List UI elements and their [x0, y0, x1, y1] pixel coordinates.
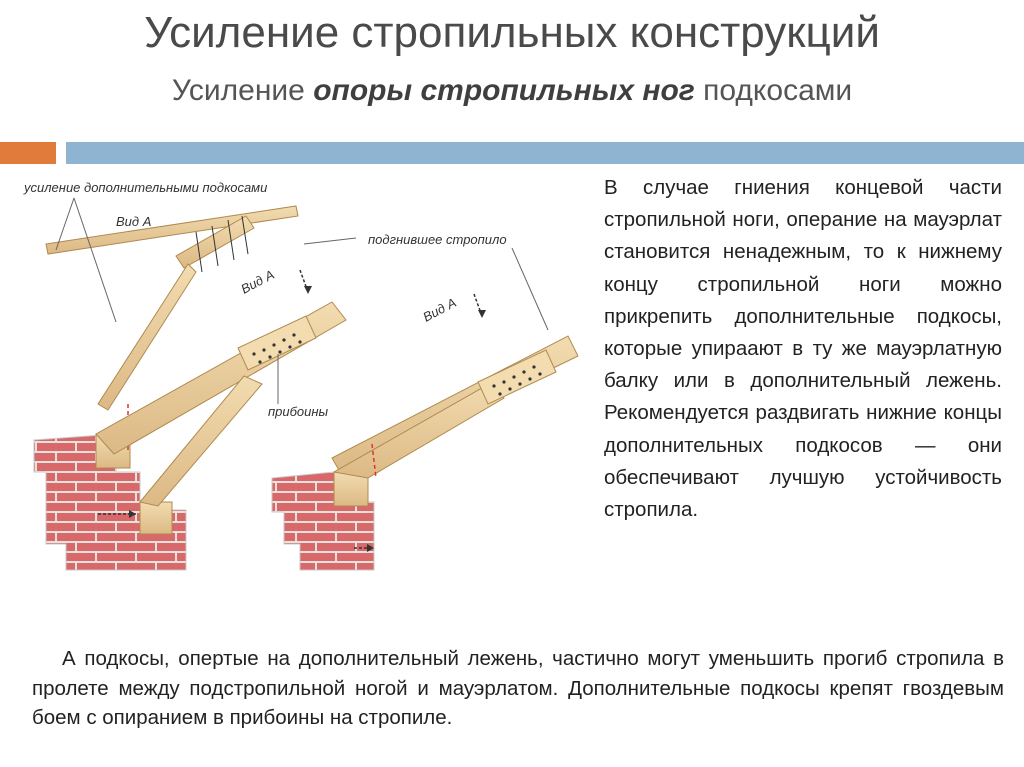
right-brace	[332, 379, 505, 479]
label-view-a-3: Вид А	[420, 295, 458, 325]
subtitle-suffix: подкосами	[694, 74, 853, 107]
right-pad	[477, 349, 557, 405]
page-title: Усиление стропильных конструкций	[144, 8, 880, 57]
accent-bar-orange	[0, 142, 56, 164]
rafter-reinforcement-figure: усиление дополнительными подкосами Вид А…	[23, 180, 579, 571]
label-view-a-2: Вид А	[238, 267, 276, 297]
label-view-a-1: Вид А	[116, 214, 151, 229]
left-upper-beam	[45, 205, 299, 255]
label-rotten: подгнившее стропило	[368, 232, 507, 247]
left-brace	[139, 375, 263, 507]
right-drawing: подгнившее стропило Вид А	[271, 232, 579, 571]
accent-bar-blue	[66, 142, 1024, 164]
rotten-leader	[511, 247, 549, 331]
left-lezhen	[139, 501, 173, 535]
page-subtitle: Усиление опоры стропильных ног подкосами	[0, 74, 1024, 108]
left-upper-brace	[97, 263, 197, 411]
left-drawing: усиление дополнительными подкосами Вид А…	[23, 180, 357, 571]
label-pads: прибоины	[268, 404, 329, 419]
subtitle-bold: опоры стропильных ног	[313, 74, 695, 107]
right-mauerlat	[333, 471, 369, 507]
side-paragraph: В случае гниения концевой части стропиль…	[604, 176, 1002, 522]
left-pad	[237, 315, 317, 371]
left-brick-wall	[33, 433, 187, 571]
label-reinforcement: усиление дополнительными подкосами	[23, 180, 267, 195]
bottom-paragraph: А подкосы, опертые на дополнительный леж…	[32, 647, 1004, 730]
subtitle-prefix: Усиление	[171, 74, 314, 107]
